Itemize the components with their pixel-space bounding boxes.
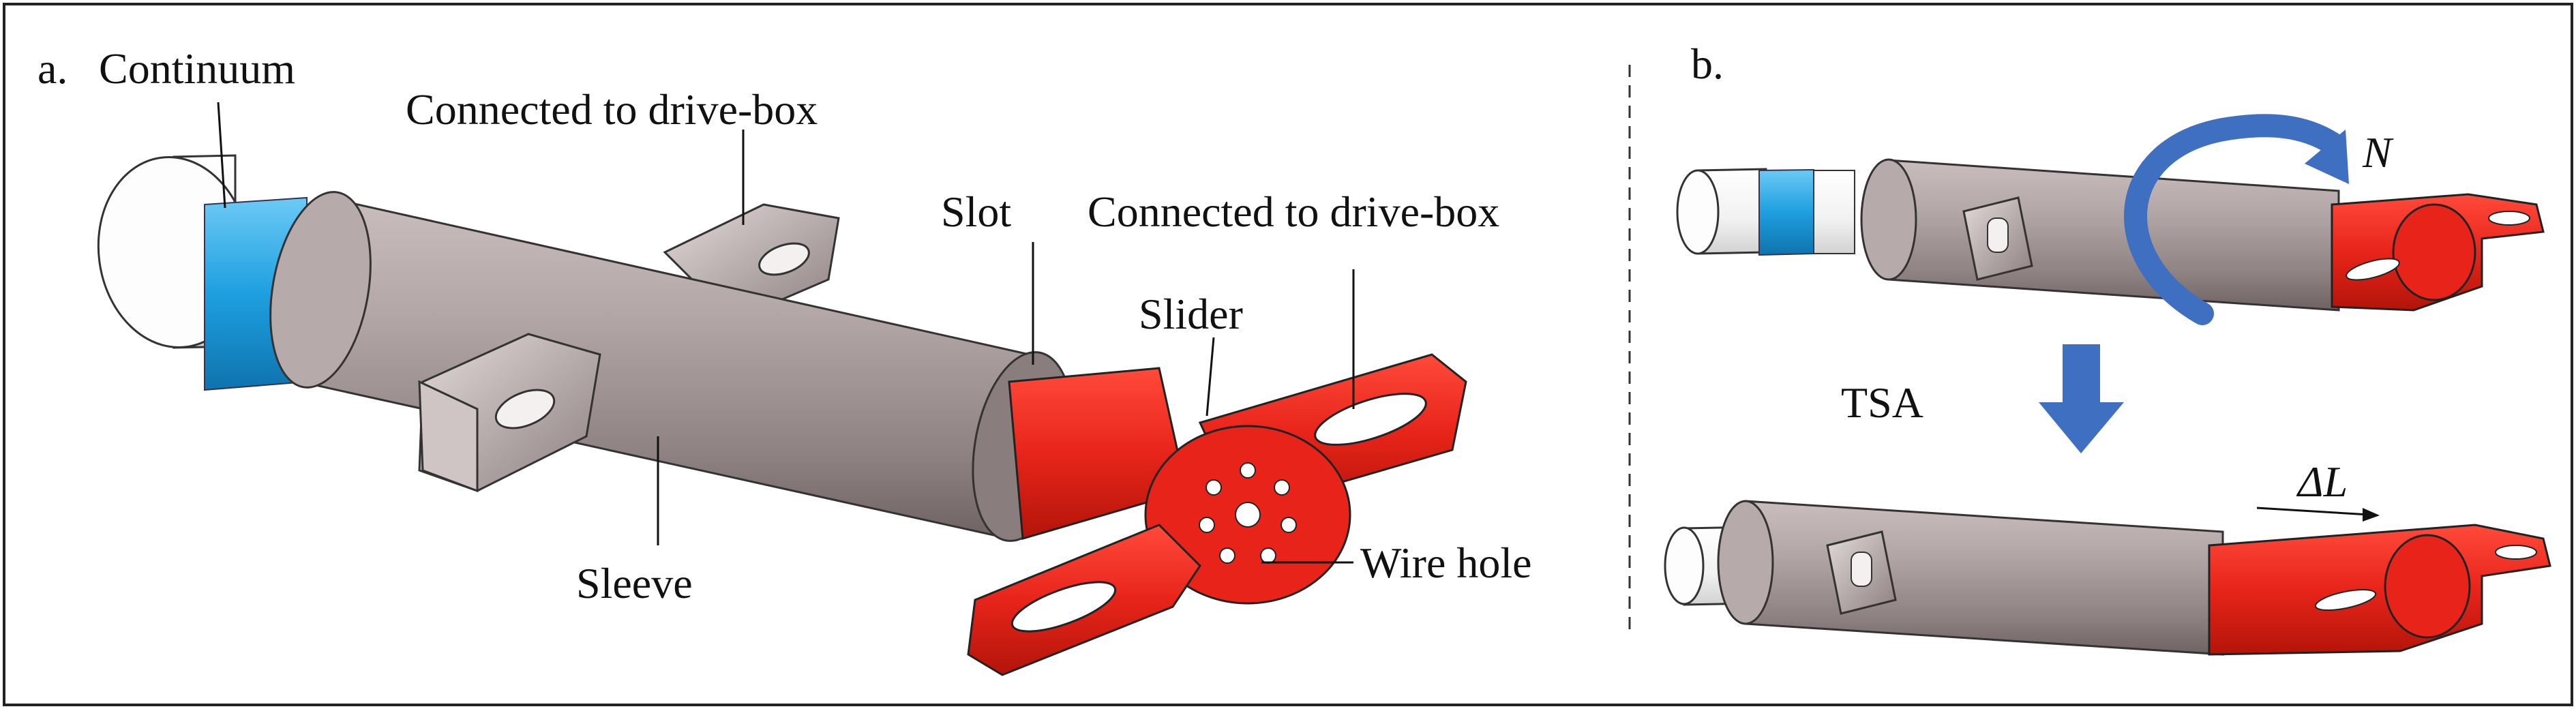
bottom-bracket [418,333,601,493]
slider-after [2208,524,2551,656]
displacement-arrow-icon [2256,507,2380,522]
label-continuum: Continuum [99,44,295,93]
panel-b-label: b. [1691,40,1724,88]
actuator-after [1664,500,2551,656]
label-rotation-n: N [2362,128,2394,177]
figure-border [3,3,2573,706]
label-delta-l: ΔL [2296,457,2348,506]
label-wire-hole: Wire hole [1360,539,1532,587]
label-connected-right: Connected to drive-box [1088,187,1499,236]
actuator-before [1676,158,2545,312]
label-slider: Slider [1139,290,1243,338]
transition-arrow-icon [2039,344,2124,453]
label-connected-top: Connected to drive-box [406,85,818,134]
label-tsa: TSA [1841,378,1923,427]
panel-a: a. [38,44,1532,676]
label-slot: Slot [941,187,1011,236]
label-sleeve: Sleeve [576,559,693,607]
panel-a-label: a. [38,44,68,93]
rotation-arrow-icon [2124,114,2349,325]
panel-b: b. N TSA [1664,40,2551,656]
leader-lines [217,102,1355,564]
slider-assembly [967,353,1467,676]
wire-holes [1199,462,1297,564]
sleeve [269,191,1074,542]
